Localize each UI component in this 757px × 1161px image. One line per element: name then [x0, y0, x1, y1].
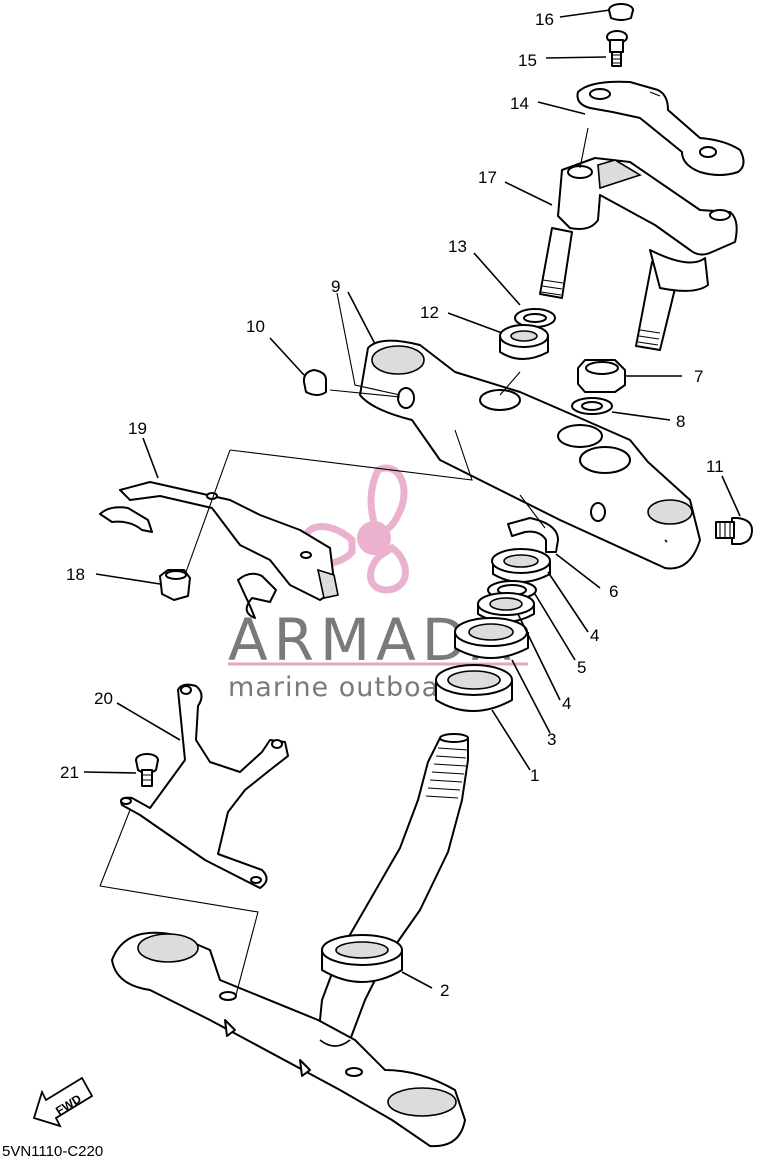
- diagram-code: 5VN1110-C220: [2, 1143, 103, 1160]
- part-2-lower-bearing: [321, 934, 403, 983]
- callout-7: 7: [694, 367, 703, 386]
- lower-bracket: [111, 931, 466, 1148]
- part-21-bolt: [135, 753, 159, 787]
- part-11-bolt: [715, 517, 753, 545]
- part-6-lock-washer: [507, 517, 559, 553]
- part-19-cable-guide: [99, 481, 339, 619]
- part-7-nut: [577, 359, 626, 393]
- callout-15: 15: [518, 51, 537, 70]
- callout-6: 6: [609, 582, 618, 601]
- part-1-bearing-race: [435, 664, 513, 712]
- callouts: 16 15 14 17 13 12 9 10 7 8 11 6 4 5 4 3 …: [60, 10, 724, 1000]
- part-3-bearing: [454, 617, 529, 659]
- callout-21: 21: [60, 763, 79, 782]
- part-18-nut: [159, 569, 191, 601]
- callout-18: 18: [66, 565, 85, 584]
- callout-10: 10: [246, 317, 265, 336]
- part-13-washer: [514, 308, 556, 328]
- callout-4b: 4: [562, 694, 571, 713]
- callout-4a: 4: [590, 626, 599, 645]
- part-4-ring-nut-upper: [491, 548, 551, 583]
- callout-9: 9: [331, 277, 340, 296]
- callout-17: 17: [478, 168, 497, 187]
- part-12-bushing: [499, 324, 549, 360]
- callout-8: 8: [676, 412, 685, 431]
- fwd-arrow: FWD: [32, 1076, 94, 1128]
- callout-1: 1: [530, 766, 539, 785]
- part-16-cap: [608, 3, 634, 21]
- callout-12: 12: [420, 303, 439, 322]
- part-20-bracket: [120, 683, 289, 889]
- callout-5: 5: [577, 658, 586, 677]
- watermark-propeller-logo: [301, 464, 409, 594]
- callout-16: 16: [535, 10, 554, 29]
- leader-lines: [83, 9, 741, 989]
- part-14-handlebar-holder: [576, 80, 745, 176]
- callout-13: 13: [448, 237, 467, 256]
- part-9-upper-bracket: [359, 339, 701, 570]
- part-8-washer: [571, 397, 613, 415]
- callout-19: 19: [128, 419, 147, 438]
- callout-14: 14: [510, 94, 529, 113]
- part-15-bolt: [606, 30, 628, 67]
- callout-3: 3: [547, 730, 556, 749]
- callout-11: 11: [706, 457, 724, 476]
- part-17-handlebar-mount: [539, 157, 738, 351]
- callout-20: 20: [94, 689, 113, 708]
- part-10-cap: [302, 369, 327, 396]
- reference-lines: [99, 127, 589, 996]
- callout-2: 2: [440, 981, 449, 1000]
